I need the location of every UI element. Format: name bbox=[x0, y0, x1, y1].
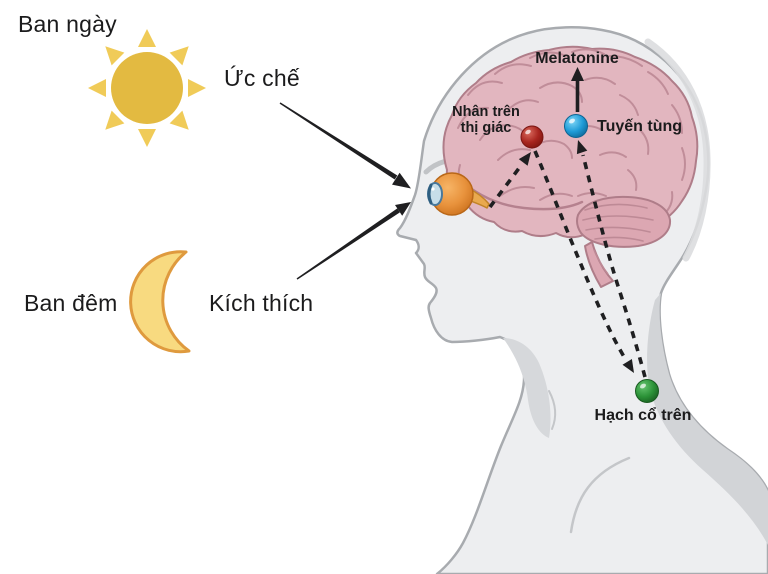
pupil-arc bbox=[427, 183, 433, 205]
label-scn: Nhân trên thị giác bbox=[452, 104, 520, 136]
cerebellum bbox=[576, 195, 672, 248]
label-daytime: Ban ngày bbox=[18, 11, 117, 37]
inhibit-arrow bbox=[279, 102, 411, 189]
crescent-moon-icon bbox=[129, 250, 191, 354]
stimulate-arrow bbox=[296, 202, 411, 280]
label-nighttime: Ban đêm bbox=[24, 290, 118, 316]
ganglion-dot bbox=[635, 379, 659, 403]
brainstem-line bbox=[593, 249, 609, 275]
label-stimulate: Kích thích bbox=[209, 290, 314, 316]
scn-to-ganglion-arrowhead bbox=[622, 359, 634, 373]
brain bbox=[442, 45, 699, 288]
eye bbox=[427, 172, 490, 216]
label-ganglion: Hạch cổ trên bbox=[594, 407, 692, 424]
eye-highlight bbox=[431, 187, 435, 191]
cerebellum-stripes bbox=[582, 203, 654, 242]
melatonin-arrow bbox=[571, 67, 584, 112]
skull-inner-shading bbox=[644, 38, 711, 262]
label-melatonin: Melatonine bbox=[535, 50, 619, 67]
chest-crease-line bbox=[569, 456, 631, 534]
scn-dot bbox=[520, 125, 544, 149]
ganglion-to-pineal-arrowhead bbox=[576, 140, 588, 155]
eye-to-scn-arrowhead bbox=[518, 152, 531, 166]
cerebrum bbox=[442, 45, 699, 239]
ganglion-to-pineal-arrow bbox=[581, 154, 647, 378]
label-scn-line1: Nhân trên bbox=[452, 104, 520, 120]
trapezius-shading bbox=[647, 293, 768, 545]
neck-crease-line bbox=[548, 390, 557, 430]
label-inhibit: Ức chế bbox=[224, 65, 300, 91]
pathway-arrows bbox=[488, 150, 647, 378]
eye-to-scn-arrow bbox=[488, 162, 524, 209]
pathway-arrowheads bbox=[518, 140, 634, 373]
label-scn-line2: thị giác bbox=[460, 119, 512, 136]
sun-icon bbox=[88, 29, 206, 147]
label-pineal: Tuyến tùng bbox=[597, 118, 683, 135]
throat-shading bbox=[503, 338, 551, 438]
pineal-dot bbox=[564, 114, 588, 138]
